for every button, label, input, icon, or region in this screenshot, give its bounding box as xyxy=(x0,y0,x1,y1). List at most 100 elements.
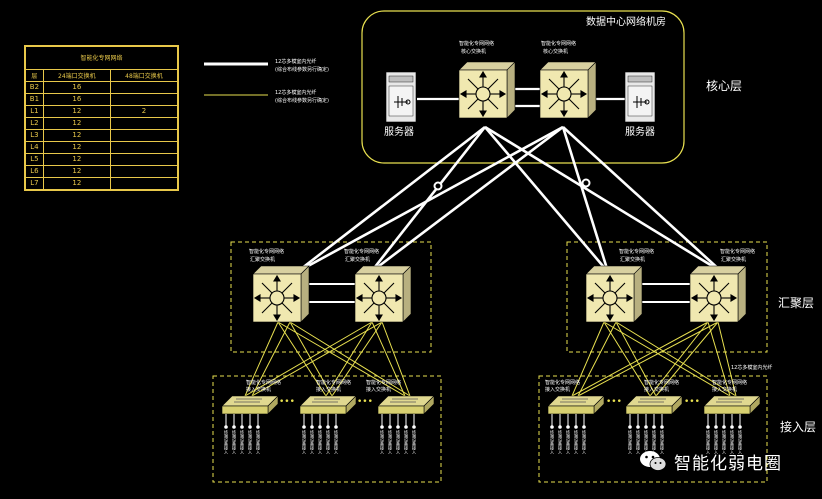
terminal-drop-dot xyxy=(232,425,236,429)
access-fiber-label: 12芯多模室内光纤 xyxy=(731,365,773,371)
legend-thick-label-2: (综合布线参数另行确定) xyxy=(275,67,329,73)
terminal-label: 终端设备接入 xyxy=(240,430,245,454)
terminal-drop-dot xyxy=(326,425,330,429)
table-cell: L5 xyxy=(25,152,44,166)
terminal-label: 终端设备接入 xyxy=(566,430,571,454)
layer-label-core: 核心层 xyxy=(706,79,743,93)
terminal-drop-dot xyxy=(256,425,260,429)
access-switch-6 xyxy=(703,395,761,415)
aggregation-access-fibers xyxy=(244,321,737,397)
terminal-label: 终端设备接入 xyxy=(652,430,657,454)
layer-label-access: 接入层 xyxy=(780,420,817,434)
terminal-drop-dot xyxy=(404,425,408,429)
aggregation-boundary-left xyxy=(230,241,432,353)
terminal-drop-dot xyxy=(550,425,554,429)
table-cell: B2 xyxy=(25,80,44,94)
table-cell: 12 xyxy=(42,176,111,191)
access-switch-4-label-2: 接入交换机 xyxy=(545,387,571,393)
terminal-label: 终端设备接入 xyxy=(714,430,719,454)
datacenter-boundary xyxy=(361,10,685,164)
access-switch-1-label-2: 接入交换机 xyxy=(246,387,272,393)
access-switch-5 xyxy=(625,395,683,415)
terminal-label: 终端设备接入 xyxy=(248,430,253,454)
table-cell: L1 xyxy=(25,104,44,118)
terminal-drop-dot xyxy=(396,425,400,429)
terminal-drop-dot xyxy=(248,425,252,429)
core-switch-1-label-1: 智能化专网网络 xyxy=(459,41,495,47)
terminal-label: 终端设备接入 xyxy=(722,430,727,454)
table-cell xyxy=(109,140,179,154)
access-switch-6-label-2: 接入交换机 xyxy=(712,387,738,393)
access-switch-2-label-1: 智能化专网网络 xyxy=(316,380,352,386)
aggregation-switch-2 xyxy=(354,265,412,323)
fiber-crossing-hops xyxy=(433,178,591,191)
terminal-drop-dot xyxy=(722,425,726,429)
ellipsis-dots: ••• xyxy=(357,397,373,407)
legend-thin-label-1: 12芯多模室内光纤 xyxy=(275,90,317,96)
table-cell xyxy=(109,92,179,106)
table-cell: L4 xyxy=(25,140,44,154)
table-cell xyxy=(109,164,179,178)
terminal-drop-dot xyxy=(334,425,338,429)
table-cell: L7 xyxy=(25,176,44,191)
terminal-label: 终端设备接入 xyxy=(388,430,393,454)
table-cell: 12 xyxy=(42,164,111,178)
layer-label-aggregation: 汇聚层 xyxy=(778,296,815,310)
terminal-label: 终端设备接入 xyxy=(644,430,649,454)
terminal-drop-dot xyxy=(240,425,244,429)
terminal-drop-dot xyxy=(714,425,718,429)
terminal-drop-dot xyxy=(738,425,742,429)
terminal-label: 终端设备接入 xyxy=(396,430,401,454)
terminal-label: 终端设备接入 xyxy=(302,430,307,454)
agg-switch-3-label-2: 汇聚交换机 xyxy=(620,257,646,263)
aggregation-links xyxy=(303,283,690,303)
table-cell: 12 xyxy=(42,128,111,142)
wechat-icon xyxy=(640,451,667,471)
terminal-label: 终端设备接入 xyxy=(550,430,555,454)
access-switch-4-label-1: 智能化专网网络 xyxy=(545,380,581,386)
server-right xyxy=(624,71,656,123)
table-cell xyxy=(109,80,179,94)
terminal-drop-dot xyxy=(706,425,710,429)
agg-switch-2-label-2: 汇聚交换机 xyxy=(345,257,371,263)
terminal-drop-dot xyxy=(558,425,562,429)
terminal-drop-dot xyxy=(380,425,384,429)
table-cell: L2 xyxy=(25,116,44,130)
access-switch-2 xyxy=(299,395,357,415)
agg-switch-2-label-1: 智能化专网网络 xyxy=(344,249,380,255)
terminal-drop-dot xyxy=(582,425,586,429)
ellipsis-dots: ••• xyxy=(684,397,700,407)
table-cell: 12 xyxy=(42,152,111,166)
terminal-label: 终端设备接入 xyxy=(412,430,417,454)
legend-thin-label-2: (综合布线参数另行确定) xyxy=(275,98,329,104)
terminal-label: 终端设备接入 xyxy=(636,430,641,454)
access-switch-2-label-2: 接入交换机 xyxy=(316,387,342,393)
terminal-drop-dot xyxy=(730,425,734,429)
core-switch-2-label-2: 核心交换机 xyxy=(543,49,569,55)
access-switch-1-label-1: 智能化专网网络 xyxy=(246,380,282,386)
table-cell: 16 xyxy=(42,80,111,94)
server-left-label: 服务器 xyxy=(384,127,414,138)
terminal-label: 终端设备接入 xyxy=(660,430,665,454)
terminal-label: 终端设备接入 xyxy=(318,430,323,454)
table-cell xyxy=(109,176,179,191)
terminal-drop-dot xyxy=(660,425,664,429)
access-boundary-left xyxy=(212,375,442,483)
terminal-label: 终端设备接入 xyxy=(706,430,711,454)
core-switch-2-label-1: 智能化专网网络 xyxy=(541,41,577,47)
access-switch-5-label-1: 智能化专网网络 xyxy=(644,380,680,386)
server-right-label: 服务器 xyxy=(625,127,655,138)
terminal-drop-dot xyxy=(224,425,228,429)
table-cell xyxy=(109,116,179,130)
core-switch-2 xyxy=(539,61,597,119)
terminal-drops xyxy=(224,414,742,429)
table-cell: B1 xyxy=(25,92,44,106)
terminal-drop-dot xyxy=(644,425,648,429)
terminal-drop-dot xyxy=(302,425,306,429)
